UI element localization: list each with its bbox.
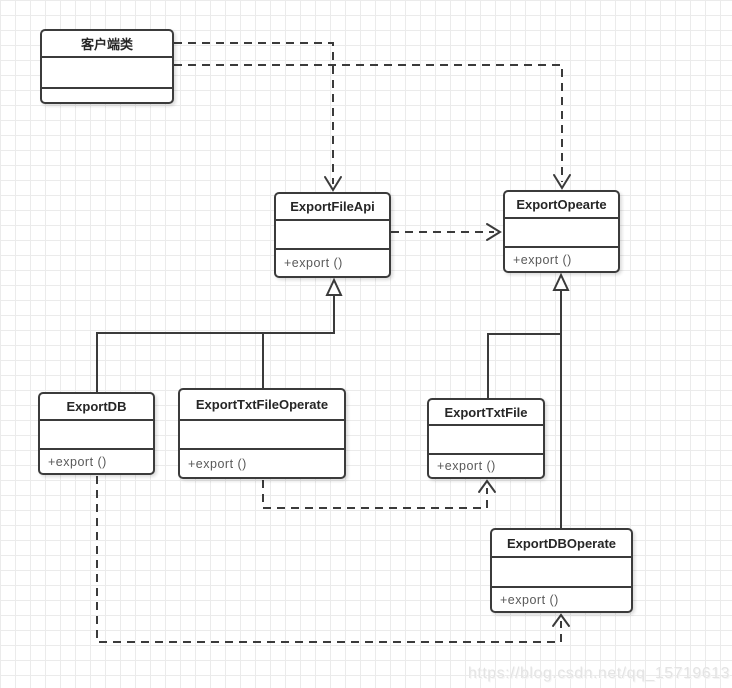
class-attributes-compartment: [42, 58, 172, 89]
open-arrowhead-icon: [552, 613, 570, 627]
class-attributes-compartment: [180, 421, 344, 450]
class-methods-compartment: +export (): [188, 456, 247, 471]
class-title: 客户端类: [42, 31, 172, 58]
open-arrowhead-icon: [486, 223, 502, 241]
open-arrowhead-icon: [553, 174, 571, 190]
class-attributes-compartment: [40, 421, 153, 450]
open-arrowhead-icon: [324, 176, 342, 192]
triangle-arrowhead-icon: [552, 272, 570, 291]
class-methods-compartment: +export (): [284, 256, 343, 270]
generalization-to-exportfileapi: [96, 277, 343, 392]
dependency-exporttxtfileoperate-to-exporttxtfile: [262, 479, 496, 509]
open-arrowhead-icon: [478, 479, 496, 493]
class-box-exporttxtfile: ExportTxtFile +export (): [427, 398, 545, 479]
class-box-exportfileapi: ExportFileApi +export (): [274, 192, 391, 278]
dependency-exportfileapi-to-exportopearte: [391, 223, 502, 241]
class-box-exportdboperate: ExportDBOperate +export (): [490, 528, 633, 613]
dependency-client-to-exportfileapi: [174, 42, 342, 192]
class-methods-compartment: +export (): [500, 592, 559, 607]
class-title: ExportOpearte: [505, 192, 618, 219]
class-title: ExportDB: [40, 394, 153, 421]
dependency-client-to-exportopearte: [174, 64, 571, 190]
class-title: ExportFileApi: [276, 194, 389, 221]
class-box-client: 客户端类: [40, 29, 174, 104]
class-title: ExportDBOperate: [492, 530, 631, 558]
watermark-text: https://blog.csdn.net/qq_15719613: [467, 665, 730, 682]
class-attributes-compartment: [276, 221, 389, 250]
class-title: ExportTxtFileOperate: [180, 390, 344, 421]
class-attributes-compartment: [505, 219, 618, 248]
class-title: ExportTxtFile: [429, 400, 543, 426]
class-box-exporttxtfileoperate: ExportTxtFileOperate +export (): [178, 388, 346, 479]
class-attributes-compartment: [429, 426, 543, 455]
class-methods-compartment: +export (): [513, 252, 572, 267]
class-attributes-compartment: [492, 558, 631, 588]
class-methods-compartment: +export (): [48, 454, 107, 469]
class-box-exportdb: ExportDB +export (): [38, 392, 155, 475]
class-methods-compartment: [42, 89, 172, 102]
triangle-arrowhead-icon: [325, 277, 343, 296]
class-methods-compartment: +export (): [437, 459, 496, 473]
class-box-exportopearte: ExportOpearte +export (): [503, 190, 620, 273]
